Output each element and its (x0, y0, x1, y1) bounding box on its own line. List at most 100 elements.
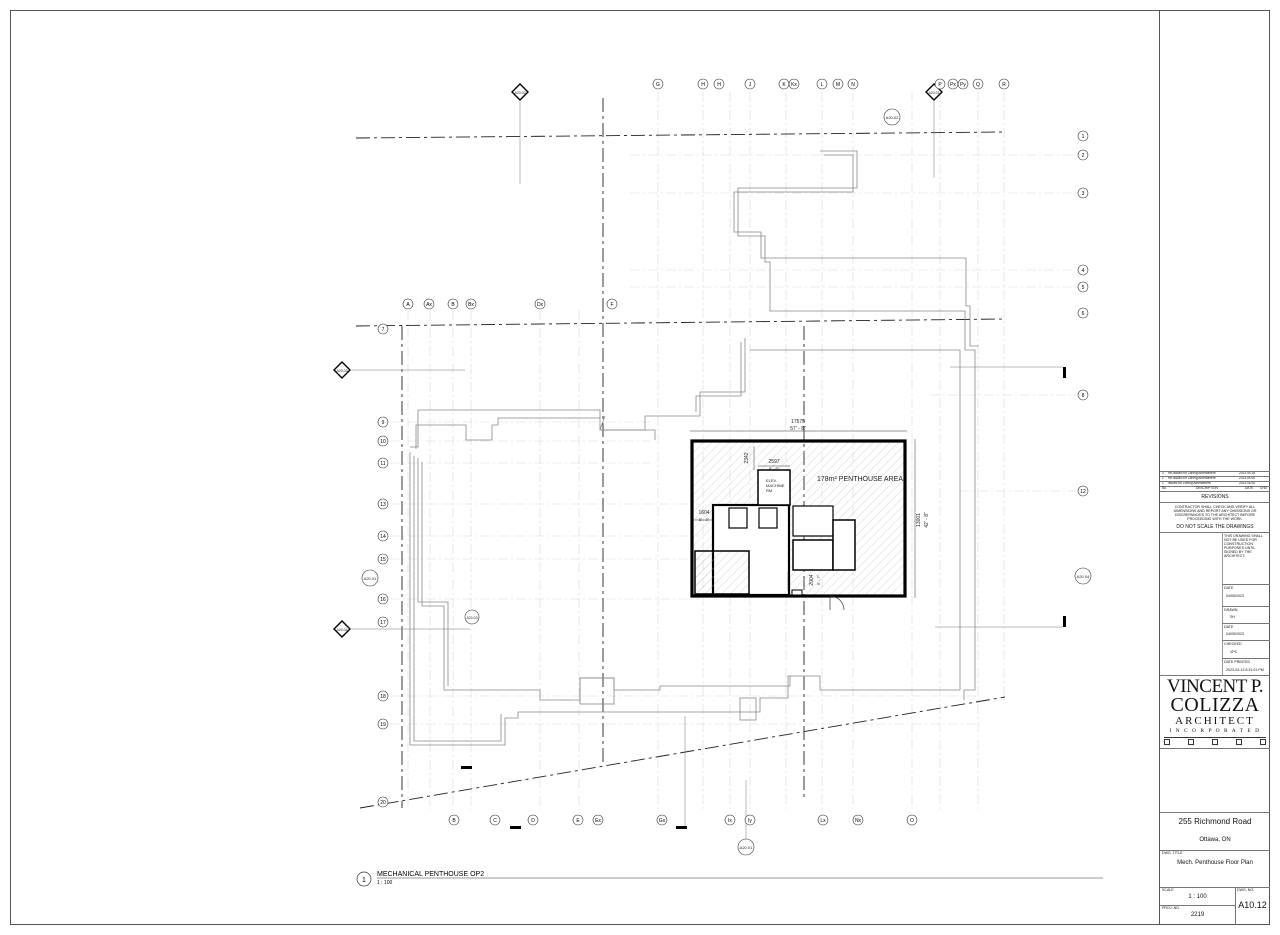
printed-value: 2023-04-13 8:31:01 PM (1226, 668, 1264, 672)
grid-right-4-label: 5 (1082, 285, 1085, 291)
grid-top-12-label: Q (976, 82, 980, 88)
penthouse-room (690, 439, 907, 611)
grid-left-6-bubble (377, 553, 389, 565)
grid-left-9-label: 18 (380, 694, 386, 700)
grid-bottom-4-bubble (592, 814, 604, 826)
grid-left-5-label: 14 (380, 534, 386, 540)
project-city: Ottawa, ON (1199, 837, 1231, 843)
date2-label: DATE (1224, 625, 1234, 629)
grid-left-2-bubble (377, 435, 389, 447)
property-lines (355, 98, 1006, 809)
grid-left-11-bubble (377, 796, 389, 808)
svg-text:ELEV.: ELEV. (766, 478, 777, 483)
grid-top-13-bubble (998, 78, 1010, 90)
grid-top-2-label: H (717, 82, 721, 88)
grid-left-2-label: 10 (380, 439, 386, 445)
ref-a2001-left: A20.01 (364, 576, 377, 581)
grid-top-9-label: P (938, 82, 942, 88)
floor-plan-drawing: 17575 57' - 8" 13001 42' - 8" 2342 2597 … (333, 78, 1103, 887)
grid-bottom-9-bubble (852, 814, 864, 826)
grid-top-5-bubble (788, 78, 800, 90)
grid-midtop-4-label: Dx (537, 302, 544, 308)
view-title-scale: 1 : 100 (377, 880, 393, 886)
building-outline (409, 150, 979, 746)
grid-bottom-10-bubble (906, 814, 918, 826)
grid-right-6-label: 8 (1082, 393, 1085, 399)
revision-date: 2023.04.06 (1239, 476, 1255, 480)
revision-headers: No. DESCRIPTION DATE CHD (1162, 486, 1267, 490)
dim-2004: 2004 (809, 574, 815, 585)
grid-midtop-0-label: A (406, 302, 410, 308)
grid-left-4-bubble (377, 498, 389, 510)
grid-midtop-0-bubble (402, 298, 414, 310)
grid-top-3-label: J (749, 82, 752, 88)
grid-right-5-label: 6 (1082, 311, 1085, 317)
grid-left-6-label: 15 (380, 557, 386, 563)
grid-left-3-bubble (377, 457, 389, 469)
grid-top-1-bubble (697, 78, 709, 90)
grid-right-4-bubble (1077, 281, 1089, 293)
grid-bottom-10-label: O (910, 818, 914, 824)
grid-left-5-bubble (377, 530, 389, 542)
grid-top-0-bubble (652, 78, 664, 90)
ref-mid: A20.03 (466, 616, 477, 620)
ref-top-left: A20.02 (514, 91, 525, 95)
firm-name-line2: COLIZZA (1170, 694, 1260, 716)
ref-a2004: A20.04 (1077, 574, 1090, 579)
grid-bottom-6-label: Ix (728, 818, 732, 824)
grid-left-11-label: 20 (380, 800, 386, 806)
grid-top-0-label: G (656, 82, 660, 88)
grid-bottom-7-label: Iy (748, 818, 752, 824)
drawing-frame (10, 10, 1270, 925)
revision-desc: Issued for Zoning Amendment (1168, 481, 1211, 485)
view-title-name: MECHANICAL PENTHOUSE OP2 (377, 871, 484, 878)
grid-bottom-0-bubble (448, 814, 460, 826)
grid-right-1-bubble (1077, 149, 1089, 161)
dim-width-ft: 57' - 8" (790, 426, 806, 432)
dim-2597ft: 8' - 6" (769, 466, 780, 471)
grid-midtop-5-bubble (606, 298, 618, 310)
logo-square-icon (1260, 739, 1266, 745)
grid-top-11-bubble (957, 78, 969, 90)
grid-midtop-5-label: F (610, 302, 613, 308)
elev-machine-room-label: ELEV. MACHINE RM. (766, 478, 785, 493)
grid-top-2-bubble (713, 78, 725, 90)
grid-top-1-label: H (701, 82, 705, 88)
grid-midtop-1-label: Ax (426, 302, 432, 308)
grid-top-6-bubble (816, 78, 828, 90)
dim-height-ft: 42' - 8" (924, 512, 930, 528)
dim-2342: 2342 (744, 452, 750, 463)
grid-top-13-label: R (1002, 82, 1006, 88)
grid-right-2-label: 3 (1082, 191, 1085, 197)
grid-left-7-bubble (377, 593, 389, 605)
grid-right-0-bubble (1077, 130, 1089, 142)
ref-left-1: A20.03 (336, 369, 347, 373)
logo-square-icon (1212, 739, 1218, 745)
grid-right-5-bubble (1077, 307, 1089, 319)
dwg-title: Mech. Penthouse Floor Plan (1177, 860, 1253, 866)
ref-a2002: A20.02 (886, 115, 899, 120)
dwg-no: A10.12 (1238, 900, 1267, 910)
firm-name-line3: ARCHITECT (1175, 715, 1255, 727)
grid-left-10-label: 19 (380, 722, 386, 728)
section-cut-markers (461, 367, 1066, 829)
grid-right-1-label: 2 (1082, 153, 1085, 159)
printed-label: DATE PRINTED (1224, 660, 1251, 664)
checked-label: CHECKED (1224, 642, 1242, 646)
grid-bottom-0-label: B (452, 818, 456, 824)
proj-no: 2219 (1190, 912, 1205, 918)
grid-bottom-5-bubble (656, 814, 668, 826)
firm-name-line1: VINCENT P. (1167, 676, 1264, 697)
revision-desc: Re-issued for Zoning Amendment (1168, 471, 1216, 475)
grid-left-3-label: 11 (380, 461, 385, 467)
dimension-lines (690, 430, 916, 598)
grid-bottom-1-label: C (493, 818, 497, 824)
date-label: DATE (1224, 586, 1234, 590)
grid-right-2-bubble (1077, 187, 1089, 199)
